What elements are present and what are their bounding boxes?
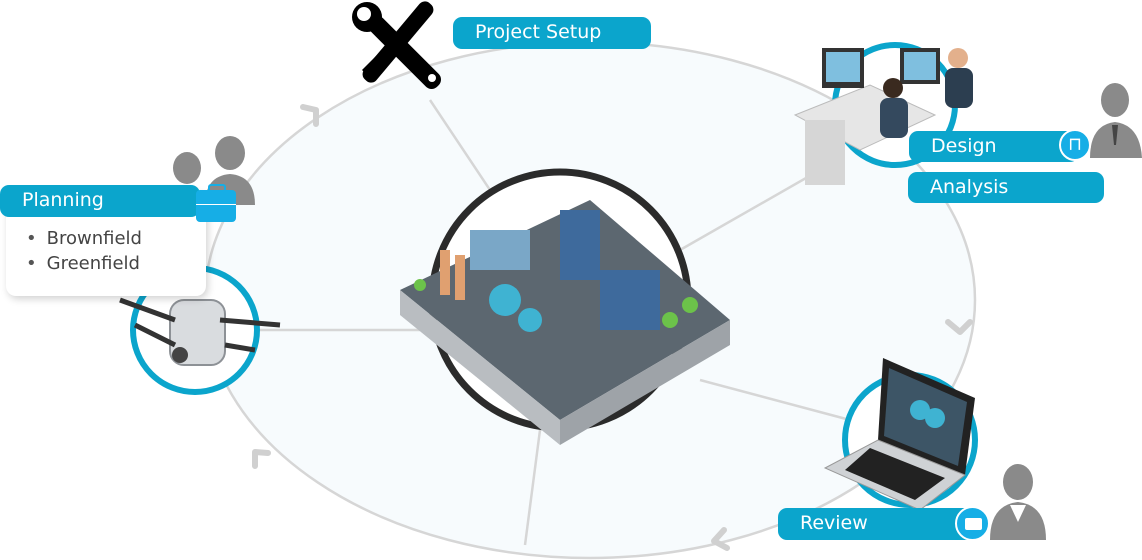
stage-analysis-label[interactable]: Analysis [908,172,1104,203]
briefcase-icon [196,184,236,222]
arrow-left [252,449,271,469]
pipe-tap-icon: ⊓ [1059,129,1091,161]
stage-planning-label[interactable]: Planning [0,185,200,217]
planning-item-greenfield: Greenfield [26,251,142,276]
office-workstations-icon [793,48,973,185]
drone-icon [119,297,281,366]
review-node [823,358,978,511]
arrow-bottom [711,527,730,551]
stage-design-label[interactable]: Design [909,131,1079,162]
wrench-screwdriver-icon [352,1,441,89]
stage-review-label[interactable]: Review [778,508,978,540]
design-node [793,42,973,185]
center-plant [400,168,730,445]
planning-items: Brownfield Greenfield [26,226,142,276]
stage-project-setup-label[interactable]: Project Setup [453,17,651,49]
laptop-icon [823,358,975,511]
arrow-right [945,319,973,335]
planning-item-brownfield: Brownfield [26,226,142,251]
spoke-design [679,168,821,252]
spoke-review [699,378,851,422]
businessman-icon [1090,83,1142,158]
arrow-top-left [300,104,319,127]
folder-icon [955,506,990,541]
businesswoman-icon [990,464,1046,540]
spoke-bottom [523,429,542,546]
